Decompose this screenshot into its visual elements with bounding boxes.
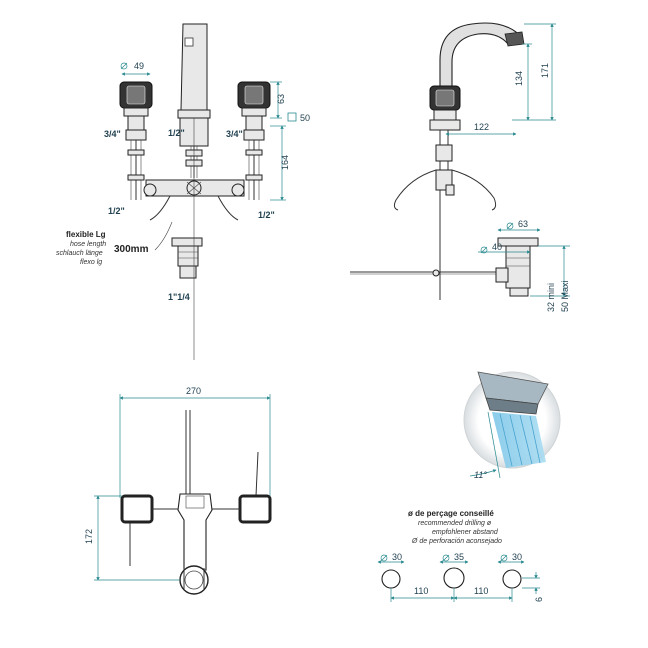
thread-right: 3/4" bbox=[226, 129, 243, 139]
dim-waste-40: 40 bbox=[492, 242, 502, 252]
aerator-detail: 11° bbox=[463, 371, 561, 480]
thread-low-right: 1/2" bbox=[258, 210, 275, 220]
dim-122: 122 bbox=[474, 122, 489, 132]
dim-134: 134 bbox=[514, 71, 524, 86]
hose-title: flexible Lg bbox=[66, 230, 106, 239]
plan-left-handle bbox=[120, 494, 154, 524]
aerator-angle: 11° bbox=[474, 470, 487, 480]
thread-low-left: 1/2" bbox=[108, 206, 125, 216]
front-view: 49 3/4" 1/2" 3/4" 1/2" 1/2" 63 50 164 fl… bbox=[56, 23, 310, 360]
hose-de: schlauch länge bbox=[56, 250, 103, 257]
drilling-es: Ø de perforación aconsejado bbox=[411, 538, 502, 545]
dim-172: 172 bbox=[84, 529, 94, 544]
thread-left: 3/4" bbox=[104, 129, 121, 139]
front-waste bbox=[171, 118, 203, 360]
plan-view: 270 172 bbox=[84, 386, 272, 595]
drill-hole-left bbox=[381, 569, 401, 589]
side-waste bbox=[495, 237, 539, 297]
dim-63: 63 bbox=[276, 94, 286, 104]
drill-dia-center: 35 bbox=[454, 552, 464, 562]
drill-dia-right: 30 bbox=[512, 552, 522, 562]
hose-length: 300mm bbox=[114, 244, 149, 255]
dim-270: 270 bbox=[186, 386, 201, 396]
dim-50: 50 bbox=[300, 113, 310, 123]
drill-hole-right bbox=[502, 569, 522, 589]
dim-164: 164 bbox=[280, 155, 290, 170]
plan-right-handle bbox=[238, 494, 272, 524]
dim-waste-63: 63 bbox=[518, 219, 528, 229]
drill-spacing-right: 110 bbox=[474, 586, 488, 596]
drill-hole-center bbox=[443, 567, 465, 589]
side-spout bbox=[439, 22, 521, 87]
hose-en: hose length bbox=[70, 241, 106, 248]
drilling-detail: ø de perçage conseillé recommended drill… bbox=[377, 509, 544, 602]
dim-171: 171 bbox=[540, 63, 550, 78]
drilling-title: ø de perçage conseillé bbox=[408, 509, 494, 518]
drill-dia-left: 30 bbox=[392, 552, 402, 562]
thread-spout: 1/2" bbox=[168, 128, 185, 138]
drilling-de: empfohlener abstand bbox=[432, 529, 499, 536]
drilling-en: recommended drilling ø bbox=[418, 520, 492, 527]
hose-it: flexo lg bbox=[80, 259, 102, 266]
dim-50-maxi: 50 Maxi bbox=[560, 280, 570, 312]
side-view: 134 171 122 63 40 32 mini 50 Maxi bbox=[350, 22, 570, 312]
front-left-handle bbox=[119, 81, 153, 200]
dim-handle-diameter: 49 bbox=[134, 61, 144, 71]
drill-dim-6: 6 bbox=[534, 597, 544, 602]
drill-spacing-left: 110 bbox=[414, 586, 428, 596]
front-right-handle bbox=[237, 81, 271, 200]
waste-thread: 1"1/4 bbox=[168, 292, 190, 302]
dim-32-mini: 32 mini bbox=[546, 283, 556, 312]
plan-spout-body bbox=[177, 493, 213, 571]
